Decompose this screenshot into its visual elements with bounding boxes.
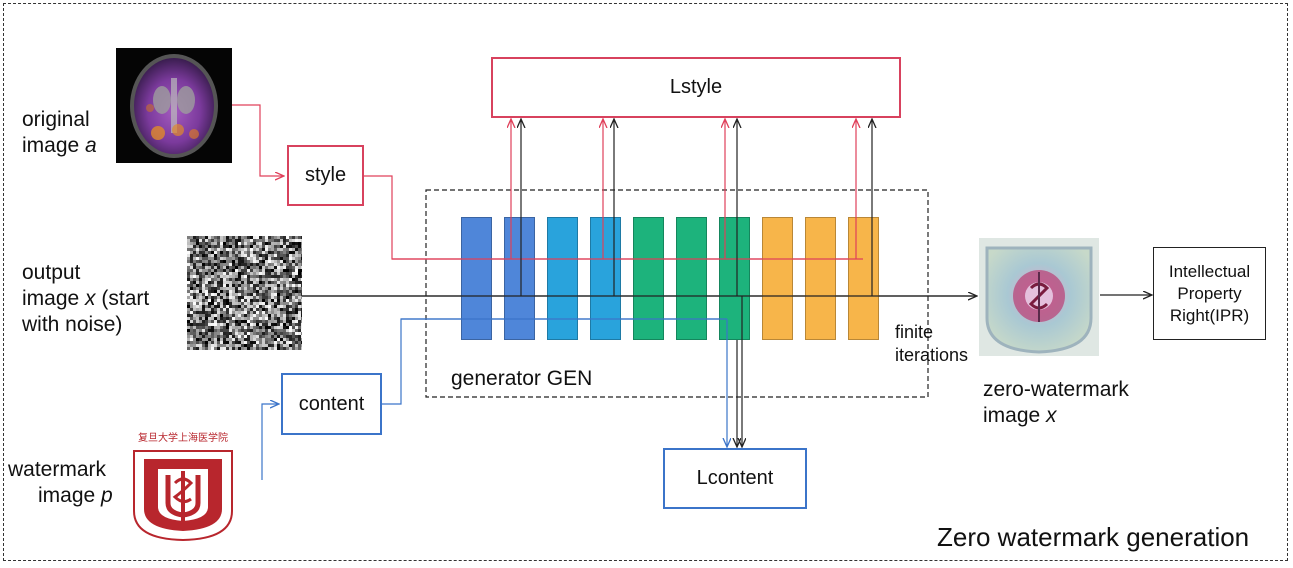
generator-label: generator GEN (451, 367, 593, 390)
generator-layer-5 (633, 217, 664, 340)
finite-label-line1: finite (895, 322, 934, 342)
generator-layer-9 (805, 217, 836, 340)
ipr-label-line3: Right(IPR) (1169, 305, 1250, 325)
generator-layer-7 (719, 217, 750, 340)
generator-layer-3 (547, 217, 578, 340)
watermark-image-label: watermark image p (8, 457, 113, 509)
output-label-tail: (start (95, 287, 150, 310)
zero-label-text: image (983, 404, 1047, 427)
ipr-label-line1: Intellectual (1168, 261, 1251, 281)
zero-watermark-label: zero-watermark image x (983, 377, 1129, 429)
watermark-label-var: p (101, 484, 113, 507)
original-image-label: original image a (22, 107, 97, 159)
output-label-line1: output (22, 261, 81, 284)
seal-top-text: 复旦大学上海医学院 (138, 431, 228, 444)
finite-iterations-label: finite iterations (895, 321, 968, 367)
finite-label-line2: iterations (895, 345, 969, 365)
ipr-label-line2: Property (1177, 283, 1242, 303)
output-label-var: x (85, 287, 96, 310)
lcontent-box: Lcontent (663, 448, 807, 509)
generator-layer-2 (504, 217, 535, 340)
output-image-label: output image x (start with noise) (22, 260, 149, 338)
watermark-label-line2: image p (8, 483, 113, 509)
output-label-line2: image x (start (22, 286, 149, 312)
output-label-line3: with noise) (22, 313, 123, 336)
zero-watermark-image (979, 238, 1099, 356)
original-label-text: image (22, 134, 86, 157)
generator-layer-4 (590, 217, 621, 340)
outer-frame (3, 3, 1288, 561)
footer-caption: Zero watermark generation (937, 522, 1250, 552)
generator-layer-10 (848, 217, 879, 340)
generator-layer-6 (676, 217, 707, 340)
zero-label-line2: image x (983, 403, 1129, 429)
style-box-label: style (304, 164, 347, 186)
output-label-text: image (22, 287, 86, 310)
content-box-label: content (298, 392, 365, 415)
original-label-var: a (85, 134, 97, 157)
generator-layer-8 (762, 217, 793, 340)
noise-image (187, 236, 302, 350)
generator-layer-1 (461, 217, 492, 340)
content-box: content (281, 373, 382, 435)
original-brain-image (116, 48, 232, 163)
ipr-box: Intellectual Property Right(IPR) (1153, 247, 1266, 340)
lstyle-box-label: Lstyle (669, 76, 723, 98)
university-seal-image: 复旦大学上海医学院 SHANGHAI MEDICAL COLLEGE OF FU… (133, 431, 233, 541)
original-label-line2: image a (22, 133, 97, 159)
lstyle-box: Lstyle (491, 57, 901, 118)
zero-label-line1: zero-watermark (983, 378, 1129, 401)
watermark-label-line1: watermark (8, 458, 107, 481)
lcontent-box-label: Lcontent (696, 467, 774, 489)
watermark-label-text: image (38, 484, 102, 507)
original-label-line1: original (22, 108, 90, 131)
style-box: style (287, 145, 364, 206)
generator-box (425, 189, 929, 398)
zero-label-var: x (1046, 404, 1057, 427)
